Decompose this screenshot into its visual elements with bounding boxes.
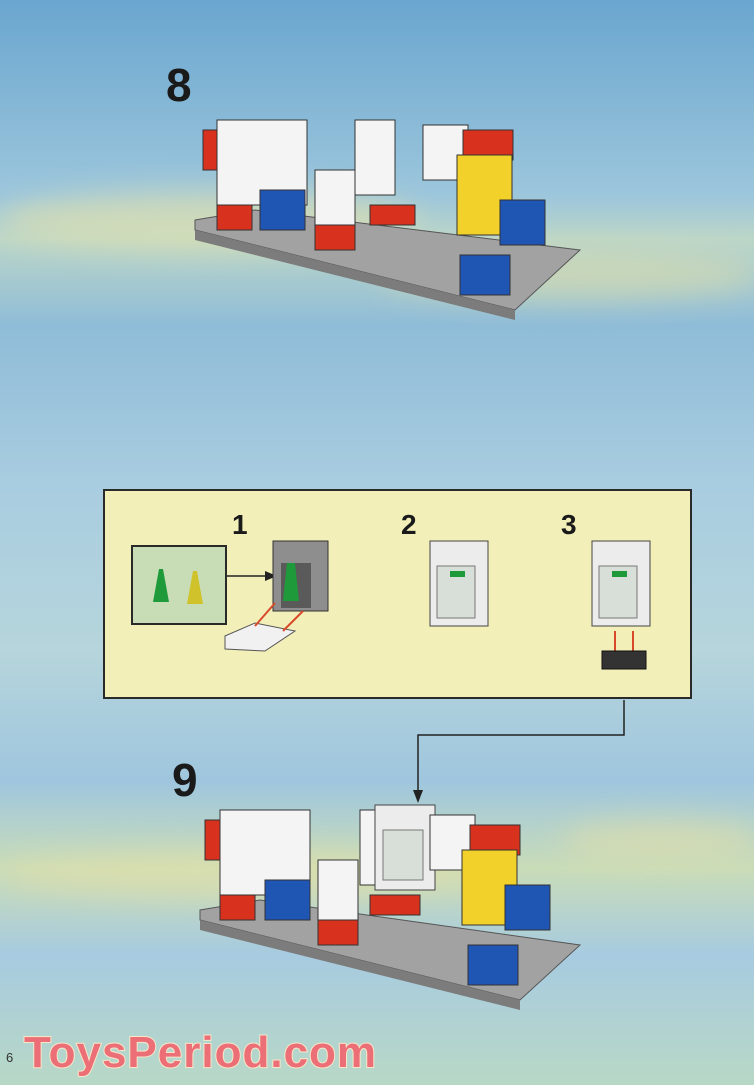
model-step-9 (199, 804, 582, 1010)
substep-number-2: 2 (401, 509, 417, 540)
page-number: 6 (6, 1050, 14, 1065)
sub-assembly-callout: 1 2 3 (103, 489, 692, 699)
yellow-cone-part (187, 571, 203, 604)
substep-number-3: 3 (561, 509, 577, 540)
green-cone-part (153, 569, 169, 602)
door-part (224, 622, 297, 652)
step-number-8: 8 (166, 59, 192, 111)
model-step-8 (194, 119, 582, 320)
arrow-icon (265, 571, 277, 581)
sky-streak (560, 820, 754, 860)
black-plate-part (601, 650, 647, 670)
watermark: ToysPeriod.com (23, 1027, 378, 1078)
substep-number-1: 1 (232, 509, 248, 540)
step-number-9: 9 (172, 754, 198, 806)
blue-seat (259, 189, 306, 231)
parts-box (131, 545, 227, 625)
